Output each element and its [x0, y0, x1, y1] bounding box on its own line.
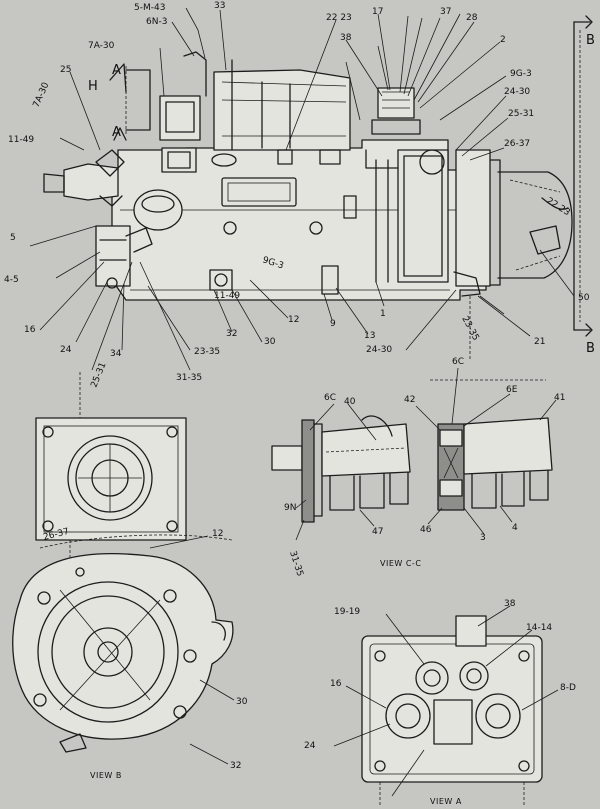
callout-25: 25: [60, 65, 71, 75]
callout-labels: 5-M-43 6N-3 33 22 23 17 37 28 2 38 7A-30…: [4, 1, 590, 771]
callout-7a-30-rotated: 7A-30: [32, 81, 52, 109]
callout-33: 33: [214, 1, 225, 11]
callout-28: 28: [466, 13, 478, 23]
detail-cross-section: [271, 367, 557, 541]
callout-7a-30: 7A-30: [88, 41, 115, 51]
callout-2: 2: [500, 35, 506, 45]
callout-12-lower: 12: [212, 529, 223, 539]
view-captions: VIEW C-C VIEW B VIEW A: [90, 559, 462, 806]
callout-9g-3: 9G-3: [510, 69, 532, 79]
letter-a: A: [112, 125, 121, 140]
callout-25-31-rotated: 25-31: [90, 361, 109, 389]
caption-view-detail: VIEW C-C: [380, 559, 421, 568]
callout-6c-mid: 6C: [452, 357, 464, 367]
callout-50: 50: [578, 293, 590, 303]
callout-11-49: 11-49: [8, 135, 34, 145]
flange-view: [35, 372, 187, 560]
callout-14-14: 14-14: [526, 623, 552, 633]
callout-9n: 9N: [284, 503, 296, 513]
callout-6n3: 6N-3: [146, 17, 167, 27]
callout-21: 21: [534, 337, 545, 347]
callout-16-lower: 16: [330, 679, 342, 689]
callout-41: 41: [554, 393, 565, 403]
callout-3: 3: [480, 533, 486, 543]
callout-42: 42: [404, 395, 415, 405]
callout-17: 17: [372, 7, 383, 17]
callout-25-31: 25-31: [508, 109, 534, 119]
callout-32: 32: [226, 329, 237, 339]
pump-body-view: [12, 534, 235, 765]
callout-37: 37: [440, 7, 451, 17]
callout-13: 13: [364, 331, 375, 341]
callout-30: 30: [264, 337, 276, 347]
leader-lines-top: [29, 7, 575, 371]
callout-12: 12: [288, 315, 299, 325]
callout-22-23-rotated: 22 23: [544, 196, 571, 218]
callout-4-5: 4-5: [4, 275, 19, 285]
callout-8-d: 8-D: [560, 683, 576, 693]
callout-1: 1: [380, 309, 386, 319]
callout-26-37: 26-37: [504, 139, 530, 149]
callout-30-lower: 30: [236, 697, 248, 707]
letter-a-top: A: [112, 63, 121, 78]
callout-4: 4: [512, 523, 518, 533]
callout-6c: 6C: [324, 393, 336, 403]
callout-34: 34: [110, 349, 122, 359]
caption-view-a: VIEW A: [430, 797, 462, 806]
callout-23-35-rotated: 23-35: [459, 315, 480, 343]
callout-22-23: 22 23: [326, 13, 352, 23]
callout-6e: 6E: [506, 385, 518, 395]
callout-24-30-rotated: 24-30: [366, 345, 392, 355]
callout-31-35: 31-35: [176, 373, 202, 383]
callout-9: 9: [330, 319, 336, 329]
callout-24-lower: 24: [304, 741, 316, 751]
callout-24: 24: [60, 345, 72, 355]
callout-38-lower: 38: [504, 599, 516, 609]
section-indicators: [109, 15, 593, 337]
callout-32-lower: 32: [230, 761, 241, 771]
callout-46: 46: [420, 525, 432, 535]
main-housing-assembly: [43, 51, 573, 360]
callout-24-30: 24-30: [504, 87, 530, 97]
callout-16: 16: [24, 325, 36, 335]
callout-11-49-rotated: 11-49: [214, 291, 240, 301]
callout-5: 5: [10, 233, 16, 243]
callout-38: 38: [340, 33, 352, 43]
callout-19-19: 19-19: [334, 607, 360, 617]
callout-31-35-rotated: 31-35: [287, 550, 305, 578]
callout-47: 47: [372, 527, 383, 537]
caption-view-b: VIEW B: [90, 771, 122, 780]
callout-5m-43: 5-M-43: [134, 3, 165, 13]
letter-b-top: B: [586, 33, 595, 48]
bottom-plan-view: [333, 605, 559, 806]
letter-b: B: [586, 341, 595, 356]
letter-h: H: [88, 79, 98, 94]
section-letters: A A H B B: [88, 33, 595, 356]
callout-23-35: 23-35: [194, 347, 220, 357]
callout-40: 40: [344, 397, 356, 407]
